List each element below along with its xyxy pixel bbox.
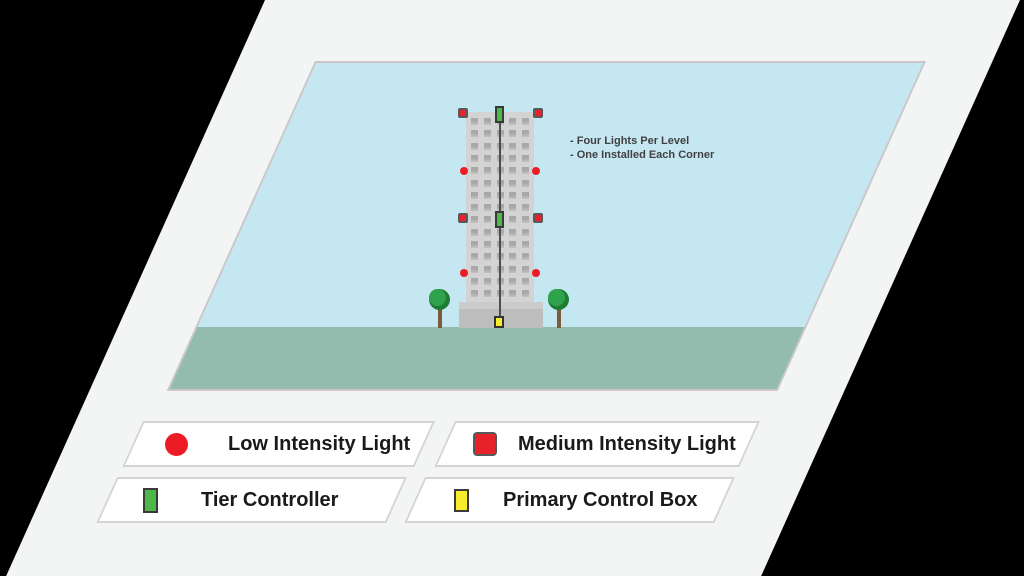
building-window	[471, 241, 478, 248]
building-window	[509, 228, 517, 236]
building-window	[509, 253, 517, 261]
building-base-lip	[459, 302, 543, 309]
low-intensity-light-icon	[532, 167, 540, 175]
building-window	[471, 154, 478, 162]
building-window	[509, 204, 517, 212]
building-window	[509, 130, 517, 138]
tier-controller-icon	[495, 106, 504, 123]
low-intensity-light-icon	[532, 269, 540, 277]
building-window	[471, 228, 478, 236]
building-window	[471, 167, 478, 175]
building-window	[471, 130, 478, 138]
green-rect-icon	[143, 487, 158, 513]
building-window	[522, 216, 529, 224]
building-window	[483, 167, 491, 175]
legend-item-low-intensity: Low Intensity Light	[165, 421, 410, 467]
building-window	[471, 142, 478, 150]
building-window	[509, 277, 517, 285]
low-intensity-light-icon	[460, 269, 468, 277]
building-window	[522, 142, 529, 150]
tree-trunk-right	[557, 307, 561, 328]
building-window	[522, 204, 529, 212]
yellow-rect-icon	[454, 488, 469, 512]
building-window	[522, 228, 529, 236]
tree-canopy-left	[429, 289, 450, 310]
medium-intensity-light-icon	[533, 213, 543, 223]
building-window	[483, 228, 491, 236]
legend-item-tier-controller: Tier Controller	[143, 477, 338, 523]
low-intensity-light-icon	[460, 167, 468, 175]
building-window	[522, 130, 529, 138]
annotation-text: - Four Lights Per Level - One Installed …	[570, 134, 714, 162]
building-window	[483, 216, 491, 224]
building-window	[471, 290, 478, 298]
legend-label: Low Intensity Light	[228, 432, 411, 455]
building-window	[509, 290, 517, 298]
building-window	[483, 265, 491, 273]
building-window	[509, 154, 517, 162]
building-window	[522, 253, 529, 261]
building-window	[522, 154, 529, 162]
legend-label: Tier Controller	[201, 488, 339, 511]
building-window	[509, 191, 517, 199]
tier-controller-icon	[495, 211, 504, 228]
building-window	[509, 118, 517, 125]
building-window	[471, 253, 478, 261]
annotation-line-2: - One Installed Each Corner	[570, 149, 715, 161]
building-window	[522, 277, 529, 285]
building-window	[509, 167, 517, 175]
medium-intensity-light-icon	[458, 108, 468, 118]
building-window	[483, 253, 491, 261]
tree-trunk-left	[438, 307, 442, 328]
building-window	[471, 204, 478, 212]
building-window	[483, 154, 491, 162]
building-window	[522, 118, 529, 125]
tree-canopy-right	[548, 289, 569, 310]
annotation-line-1: - Four Lights Per Level	[570, 135, 690, 147]
building-window	[483, 191, 491, 199]
red-square-icon	[473, 432, 497, 456]
building-window	[522, 179, 529, 187]
building-window	[522, 265, 529, 273]
building-window	[483, 277, 491, 285]
building-window	[471, 277, 478, 285]
building-window	[483, 290, 491, 298]
building-window	[471, 118, 478, 125]
building-window	[522, 167, 529, 175]
building-window	[509, 241, 517, 248]
primary-control-box-icon	[494, 316, 504, 328]
building-window	[509, 216, 517, 224]
legend-label: Medium Intensity Light	[518, 432, 736, 455]
building-window	[483, 118, 491, 125]
building-window	[471, 265, 478, 273]
legend-label: Primary Control Box	[503, 488, 698, 511]
tree-canopy-highlight	[548, 289, 565, 306]
legend-item-medium-intensity: Medium Intensity Light	[473, 421, 736, 467]
legend-item-primary-control: Primary Control Box	[454, 477, 697, 523]
building-window	[483, 241, 491, 248]
building-window	[471, 179, 478, 187]
building-window	[522, 241, 529, 248]
building-window	[509, 142, 517, 150]
medium-intensity-light-icon	[458, 213, 468, 223]
building-window	[471, 216, 478, 224]
red-circle-icon	[165, 432, 188, 456]
building-window	[509, 179, 517, 187]
tree-canopy-highlight	[429, 289, 446, 306]
building-window	[522, 290, 529, 298]
medium-intensity-light-icon	[533, 108, 543, 118]
building-window	[483, 130, 491, 138]
building-window	[483, 204, 491, 212]
building-window	[522, 191, 529, 199]
building-base	[459, 302, 543, 328]
building-window	[483, 179, 491, 187]
building-window	[509, 265, 517, 273]
building-window	[471, 191, 478, 199]
building-window	[483, 142, 491, 150]
